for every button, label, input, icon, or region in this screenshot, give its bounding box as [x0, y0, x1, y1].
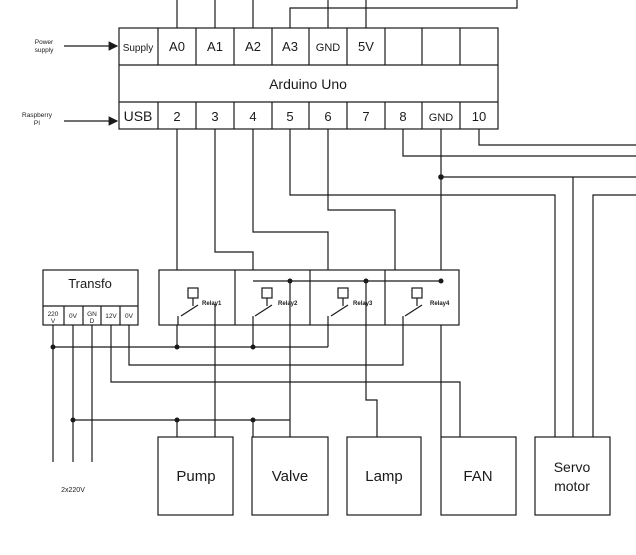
raspberry-label-line2: PI	[34, 120, 40, 127]
pin-a0: A0	[169, 39, 185, 54]
terminal-220v-line2: V	[51, 318, 56, 325]
arduino-bottom-dividers	[157, 102, 461, 129]
pin-5v: 5V	[358, 39, 374, 54]
pin-6: 6	[324, 109, 331, 124]
transformer-outline	[42, 269, 139, 326]
pin-5: 5	[286, 109, 293, 124]
arduino-title: Arduino Uno	[269, 76, 347, 92]
terminal-0v-b: 0V	[125, 313, 134, 320]
lamp-box	[346, 436, 422, 516]
servo-label-line1: Servo	[554, 459, 591, 475]
terminal-12v: 12V	[105, 313, 117, 320]
relay-3: Relay3	[327, 281, 373, 325]
raspberry-input: Raspberry PI	[22, 112, 119, 127]
pin-4: 4	[249, 109, 256, 124]
relay-1-coil	[187, 287, 199, 299]
servo-box	[534, 436, 611, 516]
relay-2-coil	[261, 287, 273, 299]
terminal-gnd-line1: GN	[87, 311, 97, 318]
top-wires	[176, 0, 518, 28]
pin-8: 8	[399, 109, 406, 124]
relay-board-outline	[158, 269, 460, 326]
raspberry-label-line1: Raspberry	[22, 112, 53, 119]
gnd-bus	[438, 129, 636, 437]
power-label-line2: supply	[35, 47, 55, 54]
pin-a2: A2	[245, 39, 261, 54]
power-label-line1: Power	[35, 39, 54, 46]
valve-box	[251, 436, 329, 516]
transformer: Transfo 220 V 0V GN D 12V 0V	[42, 269, 139, 326]
relay-3-label: Relay3	[353, 301, 373, 307]
pin-7: 7	[362, 109, 369, 124]
relay-1-contact	[180, 304, 199, 317]
pump-label: Pump	[176, 468, 215, 485]
load-fan: FAN	[440, 436, 517, 516]
arduino-top-dividers	[157, 28, 461, 65]
power-wiring	[50, 325, 461, 462]
load-valve: Valve	[251, 436, 329, 516]
servo-motor: Servo motor	[534, 436, 611, 516]
transformer-title: Transfo	[68, 276, 112, 291]
relay-2-contact	[254, 304, 273, 317]
relay-1: Relay1	[177, 287, 222, 325]
pin-a1: A1	[207, 39, 223, 54]
pin-3: 3	[211, 109, 218, 124]
power-supply-input: Power supply	[35, 39, 119, 54]
relay-2: Relay2	[252, 281, 298, 325]
pin8-wire	[402, 129, 636, 157]
relay-1-label: Relay1	[202, 301, 222, 307]
load-pump: Pump	[157, 436, 234, 516]
relay-board: Relay1 Relay2 Relay3 Relay4	[158, 269, 460, 326]
terminal-0v-a: 0V	[69, 313, 78, 320]
fan-box	[440, 436, 517, 516]
fan-label: FAN	[463, 468, 492, 485]
pump-box	[157, 436, 234, 516]
terminal-gnd-line2: D	[90, 318, 95, 325]
pin-gnd-bottom: GND	[429, 112, 454, 124]
relay-2-label: Relay2	[278, 301, 298, 307]
relay-4-contact	[404, 304, 423, 317]
pin-gnd-top: GND	[316, 42, 341, 54]
lamp-label: Lamp	[365, 468, 403, 485]
load-lamp: Lamp	[346, 436, 422, 516]
relay-4: Relay4	[402, 287, 450, 325]
valve-label: Valve	[272, 468, 308, 485]
pin10-wire	[478, 129, 636, 146]
servo-label-line2: motor	[554, 478, 590, 494]
arduino-board: Arduino Uno Supply A0 A1 A2 A3 GND 5V US…	[118, 27, 499, 130]
mains-label: 2x220V	[61, 487, 85, 494]
pin-a3: A3	[282, 39, 298, 54]
relay-3-contact	[330, 304, 349, 317]
pin-2: 2	[173, 109, 180, 124]
relay-3-coil	[337, 287, 349, 299]
pin-usb: USB	[124, 108, 153, 124]
relay-4-label: Relay4	[430, 301, 450, 307]
pin-10: 10	[472, 109, 486, 124]
pin-supply: Supply	[123, 43, 154, 54]
terminal-220v-line1: 220	[48, 311, 59, 318]
relay-4-coil	[411, 287, 423, 299]
